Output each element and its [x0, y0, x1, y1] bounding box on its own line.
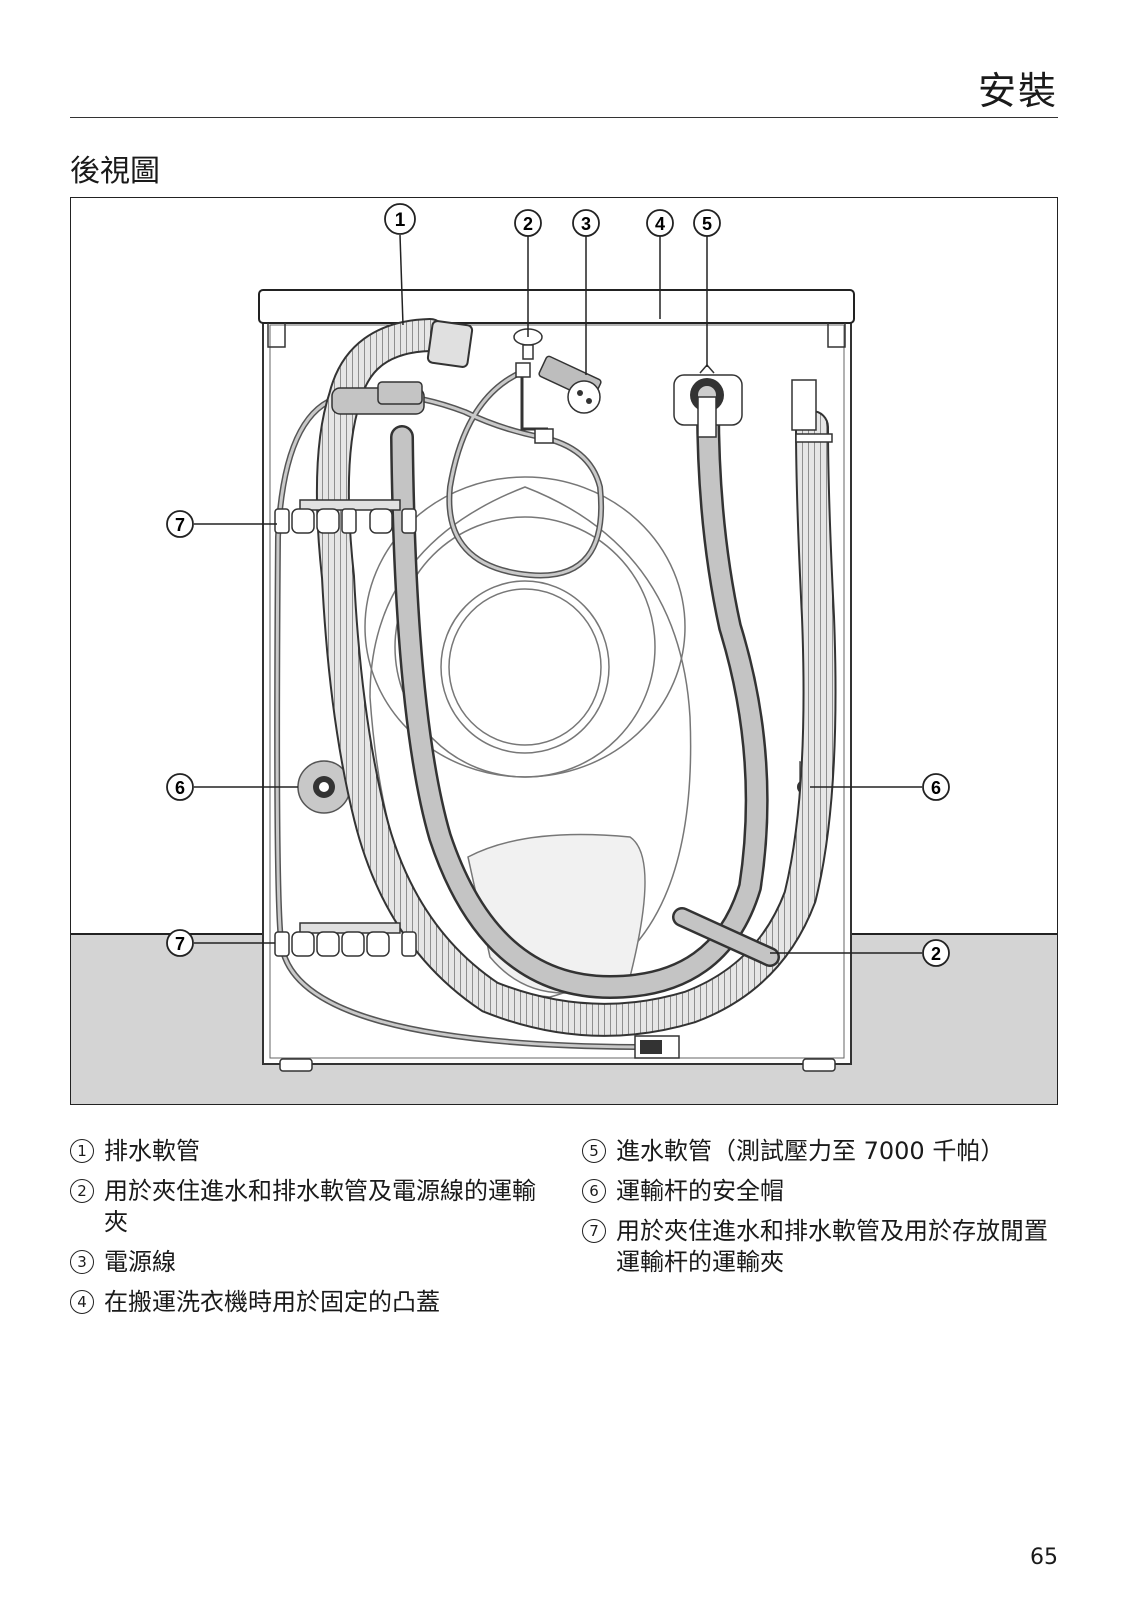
legend-number: 1 [70, 1139, 94, 1163]
legend-item: 2 用於夾住進水和排水軟管及電源線的運輸夾 [70, 1176, 540, 1238]
callout-7-lower: 7 [166, 929, 194, 957]
legend-item: 4 在搬運洗衣機時用於固定的凸蓋 [70, 1287, 540, 1318]
callout-2-top: 2 [514, 209, 542, 237]
legend-number: 2 [70, 1179, 94, 1203]
header-divider [70, 117, 1058, 118]
page-header-title: 安裝 [977, 69, 1058, 113]
callout-4: 4 [646, 209, 674, 237]
legend-item: 3 電源線 [70, 1247, 540, 1278]
legend-number: 5 [582, 1139, 606, 1163]
legend-text: 進水軟管（測試壓力至 7000 千帕） [616, 1137, 1005, 1165]
drain-hose [315, 318, 837, 1037]
legend-number: 3 [70, 1250, 94, 1274]
section-title: 後視圖 [70, 154, 160, 189]
washing-machine-rear-view-diagram: 1 2 3 4 5 7 6 7 6 2 [70, 197, 1058, 1105]
callout-2-lower: 2 [922, 939, 950, 967]
leader-lines [194, 234, 922, 954]
legend-text: 排水軟管 [104, 1137, 200, 1165]
callout-6-left: 6 [166, 773, 194, 801]
legend-number: 4 [70, 1290, 94, 1314]
svg-text:2: 2 [523, 214, 533, 234]
page-number: 65 [1030, 1545, 1058, 1570]
legend-item: 1 排水軟管 [70, 1136, 540, 1167]
svg-text:6: 6 [175, 778, 185, 798]
callout-3: 3 [572, 209, 600, 237]
legend-text: 電源線 [104, 1248, 176, 1276]
svg-text:4: 4 [655, 214, 665, 234]
svg-text:2: 2 [931, 944, 941, 964]
transport-clips-lower [274, 922, 417, 957]
svg-text:5: 5 [702, 214, 712, 234]
legend-text: 運輸杆的安全帽 [616, 1177, 784, 1205]
transport-clips-upper [274, 499, 417, 534]
callout-6-right: 6 [922, 773, 950, 801]
callout-1: 1 [384, 203, 416, 235]
legend-item: 6 運輸杆的安全帽 [582, 1176, 1062, 1207]
legend-right-column: 5 進水軟管（測試壓力至 7000 千帕） 6 運輸杆的安全帽 7 用於夾住進水… [582, 1136, 1062, 1287]
inlet-hose [331, 381, 780, 1000]
power-plug-top [538, 355, 602, 414]
svg-text:3: 3 [581, 214, 591, 234]
transport-clip-top [513, 328, 554, 444]
inlet-valve-connector [673, 363, 743, 438]
safety-cap-left [297, 760, 351, 814]
callout-5: 5 [693, 209, 721, 237]
power-plug-bottom [634, 1035, 680, 1059]
legend-text: 用於夾住進水和排水軟管及電源線的運輸夾 [104, 1177, 536, 1236]
svg-text:7: 7 [175, 934, 185, 954]
svg-text:1: 1 [395, 210, 406, 231]
legend-text: 在搬運洗衣機時用於固定的凸蓋 [104, 1288, 440, 1316]
svg-text:7: 7 [175, 515, 185, 535]
legend-number: 7 [582, 1219, 606, 1243]
legend-number: 6 [582, 1179, 606, 1203]
legend-text: 用於夾住進水和排水軟管及用於存放閒置運輸杆的運輸夾 [616, 1217, 1048, 1276]
legend-item: 5 進水軟管（測試壓力至 7000 千帕） [582, 1136, 1062, 1167]
legend-item: 7 用於夾住進水和排水軟管及用於存放閒置運輸杆的運輸夾 [582, 1216, 1062, 1278]
svg-text:6: 6 [931, 778, 941, 798]
legend-left-column: 1 排水軟管 2 用於夾住進水和排水軟管及電源線的運輸夾 3 電源線 4 在搬運… [70, 1136, 540, 1327]
callout-7-upper: 7 [166, 510, 194, 538]
